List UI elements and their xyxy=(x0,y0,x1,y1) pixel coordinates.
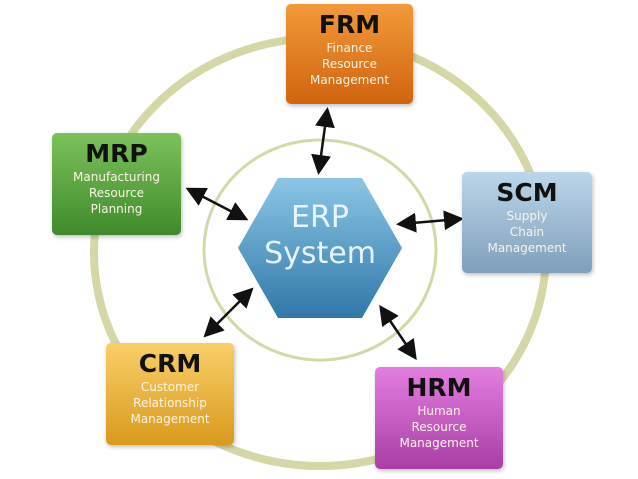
module-desc: Relationship xyxy=(133,396,207,410)
module-desc: Management xyxy=(487,241,567,255)
module-desc: Management xyxy=(130,412,210,426)
module-desc: Resource xyxy=(88,186,145,200)
arrow-crm xyxy=(203,287,254,338)
module-frm: FRM Finance Resource Management xyxy=(286,4,413,104)
module-desc: Human xyxy=(417,404,461,418)
arrow-hrm xyxy=(379,304,417,361)
arrow-frm xyxy=(311,107,335,175)
erp-line2: System xyxy=(264,236,376,271)
erp-system-label: ERP System xyxy=(238,200,402,272)
module-crm: CRM Customer Relationship Management xyxy=(106,343,234,445)
module-hrm: HRM Human Resource Management xyxy=(375,367,503,469)
module-abbr: FRM xyxy=(318,10,381,39)
module-mrp: MRP Manufacturing Resource Planning xyxy=(52,133,181,235)
erp-hexagon xyxy=(238,178,402,318)
module-desc: Customer xyxy=(140,380,200,394)
module-desc: Resource xyxy=(321,57,378,71)
arrow-scm xyxy=(396,210,464,233)
module-desc: Management xyxy=(309,73,390,87)
module-desc: Manufacturing xyxy=(73,170,160,184)
module-abbr: HRM xyxy=(406,373,472,402)
module-scm: SCM Supply Chain Management xyxy=(462,172,592,273)
module-abbr: SCM xyxy=(496,178,558,207)
module-abbr: MRP xyxy=(85,139,148,168)
module-abbr: CRM xyxy=(138,349,202,378)
module-desc: Resource xyxy=(411,420,467,434)
module-desc: Chain xyxy=(509,225,545,239)
module-desc: Supply xyxy=(506,209,548,223)
erp-line1: ERP xyxy=(291,200,349,235)
module-desc: Finance xyxy=(326,41,373,55)
module-desc: Planning xyxy=(90,202,143,216)
module-desc: Management xyxy=(399,436,479,450)
arrow-mrp xyxy=(185,187,249,221)
